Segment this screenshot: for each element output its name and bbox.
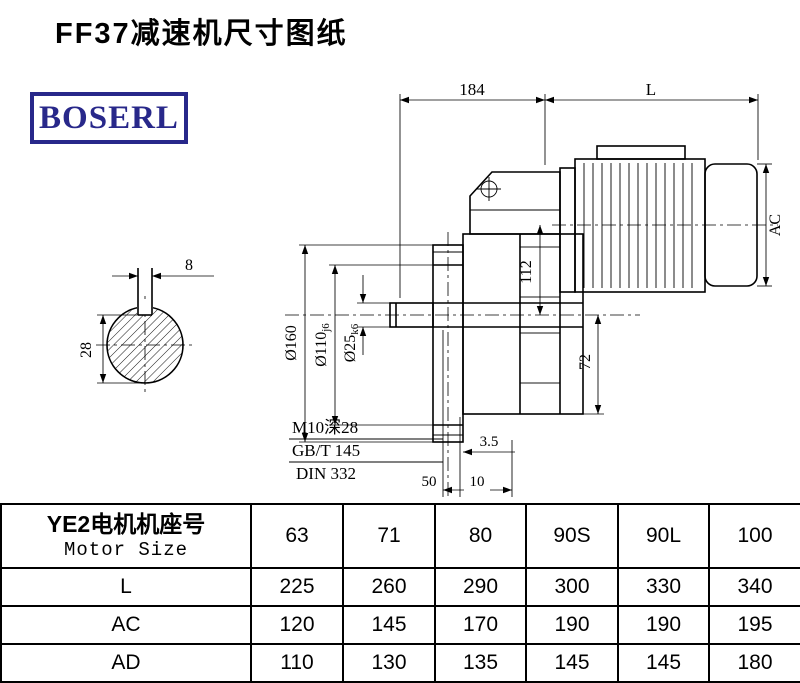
motor-size-header-en: Motor Size	[63, 538, 189, 561]
dim-72-label: 72	[577, 354, 594, 370]
dim-d110-label: Ø110j6	[313, 323, 332, 367]
row-label-L: L	[0, 567, 252, 607]
dimension-lines	[99, 96, 770, 494]
header-col-63: 63	[250, 503, 344, 569]
table-cell: 130	[342, 643, 436, 683]
header-col-80: 80	[434, 503, 527, 569]
table-row-L: L 225 260 290 300 330 340	[0, 567, 800, 607]
header-col-100: 100	[708, 503, 800, 569]
row-label-AD: AD	[0, 643, 252, 683]
dim-d25-label: Ø25k6	[342, 323, 361, 362]
dim-d25-suffix: k6	[349, 323, 361, 335]
table-cell: 195	[708, 605, 800, 645]
dim-10-label: 10	[470, 474, 485, 490]
thread-note-rules	[289, 438, 443, 463]
header-col-90S: 90S	[525, 503, 619, 569]
table-cell: 290	[434, 567, 527, 607]
header-col-71: 71	[342, 503, 436, 569]
table-row-AD: AD 110 130 135 145 145 180	[0, 643, 800, 683]
dim-28-label: 28	[78, 342, 95, 358]
dim-AC-label: AC	[767, 214, 784, 236]
table-cell: 340	[708, 567, 800, 607]
gear-unit-outline	[389, 171, 584, 443]
table-row-AC: AC 120 145 170 190 190 195	[0, 605, 800, 645]
table-cell: 120	[250, 605, 344, 645]
dim-d160-label: Ø160	[283, 325, 300, 361]
motor-cooling-fins	[583, 163, 693, 288]
standard-gbt-label: GB/T 145	[292, 441, 360, 460]
motor-outline	[559, 145, 758, 293]
table-cell: 145	[525, 643, 619, 683]
shaft-section-circle	[106, 306, 184, 384]
table-cell: 170	[434, 605, 527, 645]
page-title: FF37减速机尺寸图纸	[55, 18, 348, 50]
standard-din-label: DIN 332	[296, 464, 356, 483]
table-cell: 110	[250, 643, 344, 683]
dim-L-label: L	[646, 80, 656, 99]
table-cell: 190	[617, 605, 710, 645]
dim-d110-suffix: j6	[320, 323, 332, 333]
dim-d110-main: Ø110	[313, 332, 330, 367]
dimension-drawing: 184 L AC 112 72 Ø160 Ø110j6 Ø25k6 8 28 M…	[78, 80, 784, 497]
motor-size-header-cell: YE2电机机座号 Motor Size	[0, 503, 252, 569]
table-cell: 330	[617, 567, 710, 607]
dim-184-label: 184	[459, 80, 485, 99]
dim-50-label: 50	[422, 474, 437, 490]
dim-d25-main: Ø25	[342, 335, 359, 363]
logo-text: BOSERL	[39, 99, 179, 136]
thread-note-label: M10深28	[292, 418, 358, 437]
table-cell: 135	[434, 643, 527, 683]
table-header-row: YE2电机机座号 Motor Size 63 71 80 90S 90L 100	[0, 503, 800, 569]
extension-lines	[97, 94, 772, 497]
gear-unit-details	[433, 177, 561, 436]
dim-8-label: 8	[185, 257, 193, 274]
boserl-logo: BOSERL	[30, 92, 188, 144]
dim-3-5-label: 3.5	[480, 434, 499, 450]
table-cell: 300	[525, 567, 619, 607]
motor-size-header-cn: YE2电机机座号	[46, 510, 206, 537]
table-cell: 145	[617, 643, 710, 683]
table-cell: 180	[708, 643, 800, 683]
dim-112-label: 112	[518, 260, 535, 283]
size-table: YE2电机机座号 Motor Size 63 71 80 90S 90L 100…	[0, 503, 800, 683]
table-cell: 190	[525, 605, 619, 645]
table-cell: 260	[342, 567, 436, 607]
table-cell: 145	[342, 605, 436, 645]
table-cell: 225	[250, 567, 344, 607]
header-col-90L: 90L	[617, 503, 710, 569]
shaft-cross-section	[106, 268, 184, 384]
row-label-AC: AC	[0, 605, 252, 645]
